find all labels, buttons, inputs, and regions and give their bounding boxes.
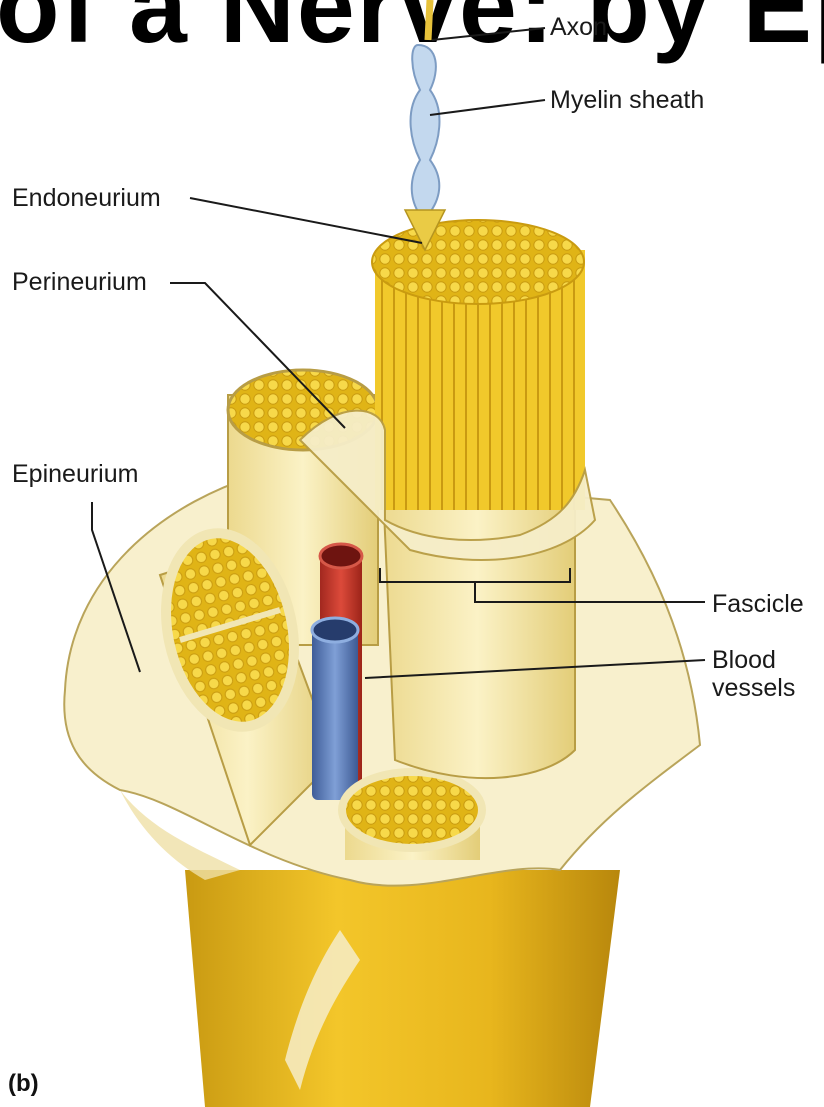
blood-vessels-label-line2: vessels [712,674,795,702]
nerve-trunk [185,870,620,1107]
blood-vessels-label-line1: Blood [712,646,776,674]
epineurium-label: Epineurium [12,460,138,488]
fascicle-label: Fascicle [712,590,804,618]
perineurium-label: Perineurium [12,268,147,296]
myelin-sheath-label: Myelin sheath [550,86,704,114]
axon-fiber [405,0,445,250]
axon-leader [432,28,545,40]
endoneurium-label: Endoneurium [12,184,161,212]
myelin-leader [430,100,545,115]
panel-label: (b) [8,1070,39,1098]
endoneurium-leader [190,198,422,243]
axon-label: Axon [550,13,607,41]
fascicle-small [342,772,482,860]
vein [312,618,358,800]
